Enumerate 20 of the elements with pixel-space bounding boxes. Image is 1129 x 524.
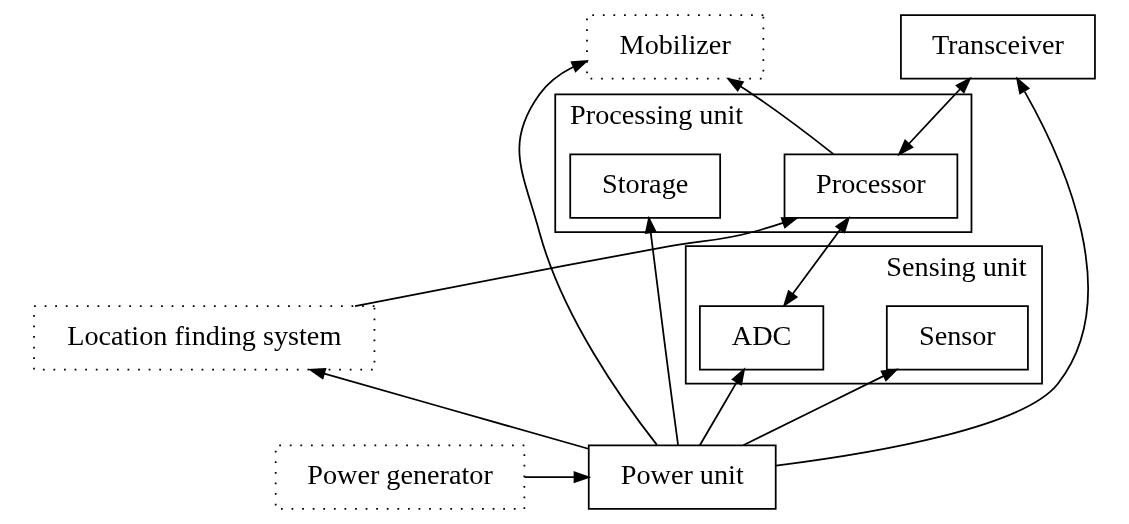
arrow: [742, 368, 899, 447]
arrow: [644, 215, 679, 446]
arrow: [518, 60, 658, 446]
node-box: Storage: [569, 153, 722, 219]
node-box: ADC: [699, 305, 825, 371]
node-box: Power generator: [274, 444, 526, 510]
arrow: [897, 76, 972, 157]
arrow: [775, 76, 1089, 467]
node-box: Location finding system: [33, 305, 376, 371]
arrow: [307, 367, 590, 450]
node-box: Mobilizer: [586, 14, 765, 80]
node-box: Processor: [783, 153, 959, 219]
node-box: Transceiver: [900, 14, 1096, 80]
node-box: Power unit: [587, 444, 777, 510]
arrow: [782, 215, 851, 308]
arrow: [523, 471, 592, 484]
arrow: [698, 367, 746, 447]
arrow: [726, 77, 835, 155]
arrow: [354, 217, 800, 307]
node-box: Sensor: [885, 305, 1029, 371]
